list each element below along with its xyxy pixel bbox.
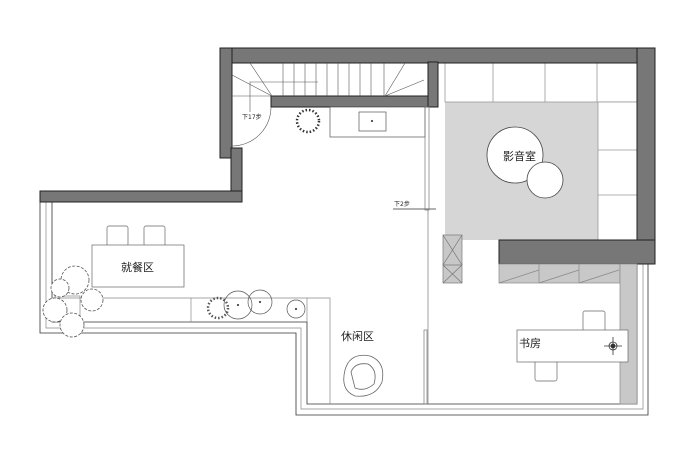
partition bbox=[423, 106, 430, 405]
walls bbox=[39, 47, 656, 265]
room-label-theater: 影音室 bbox=[503, 149, 536, 163]
desk-lamp-icon bbox=[604, 337, 622, 355]
stairs-down-label: 下17步 bbox=[242, 113, 262, 121]
sink-counter bbox=[329, 106, 426, 138]
armchair bbox=[343, 354, 384, 397]
shrubs bbox=[206, 289, 306, 320]
steps-down-label: 下2步 bbox=[394, 200, 410, 208]
room-label-study: 书房 bbox=[519, 337, 541, 350]
tree bbox=[42, 265, 104, 338]
potted-plant bbox=[295, 108, 321, 134]
theater-tables bbox=[486, 126, 564, 199]
staircase bbox=[231, 62, 425, 147]
steps-down-arrow: 下2步 bbox=[393, 200, 436, 210]
study-desk bbox=[516, 310, 629, 382]
room-label-leisure: 休闲区 bbox=[341, 329, 374, 343]
room-label-dining: 就餐区 bbox=[121, 260, 154, 274]
cabinet-bottom bbox=[498, 263, 638, 405]
planter bbox=[52, 295, 331, 404]
dining-set bbox=[91, 225, 185, 288]
cabinet-left bbox=[442, 234, 463, 284]
